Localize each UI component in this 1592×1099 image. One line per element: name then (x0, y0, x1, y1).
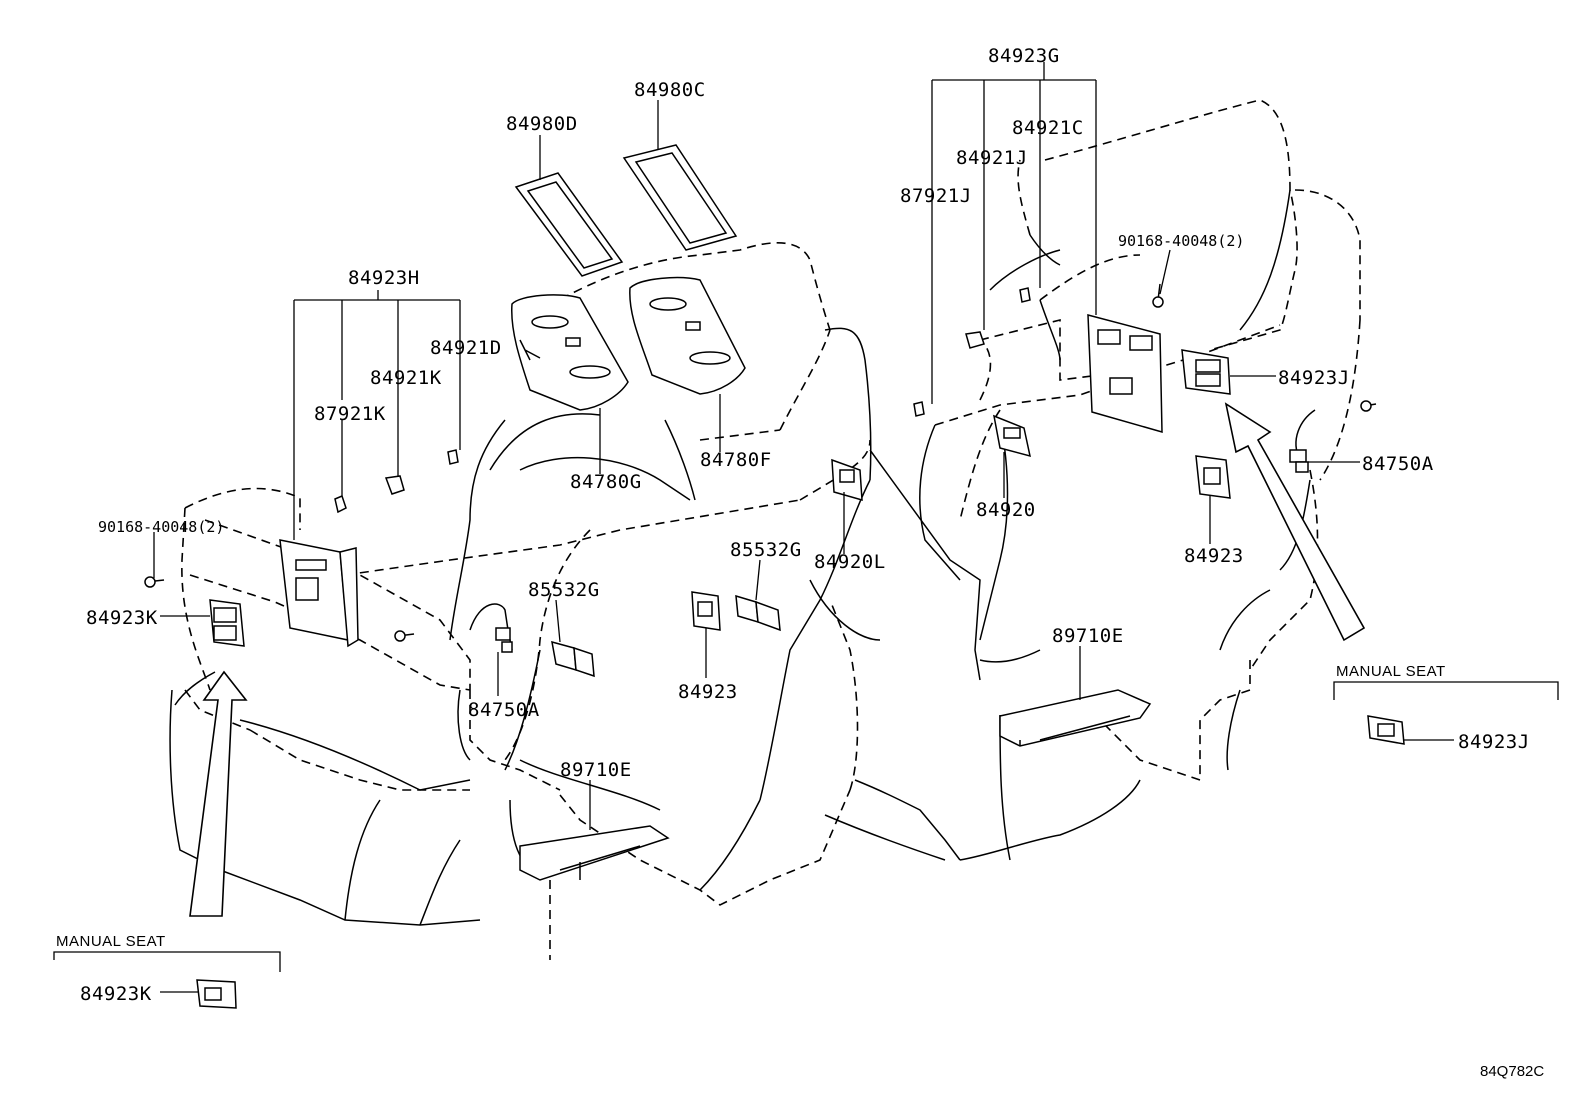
switch-84923K-top (209, 599, 245, 647)
console-tray-84780G (510, 294, 629, 411)
bolt-90168-right (1152, 283, 1164, 308)
label-90168-right: 90168-40048(2) (1118, 232, 1244, 250)
harness-84750A-right (1289, 409, 1316, 473)
label-84923J-bottom: 84923J (1458, 731, 1530, 753)
label-84780F: 84780F (700, 449, 772, 471)
label-84780G: 84780G (570, 471, 642, 493)
label-84750A-left: 84750A (468, 699, 540, 721)
harness-84750A-left (469, 603, 513, 653)
arrow-right-manual (1224, 402, 1366, 642)
label-85532G-mid: 85532G (730, 539, 802, 561)
console-tray-84780F (629, 276, 746, 395)
clip-84921J (965, 331, 985, 349)
diagram-code: 84Q782C (1480, 1063, 1544, 1080)
bolt-90168-left (144, 576, 165, 588)
switch-84920 (993, 414, 1031, 458)
label-84980D: 84980D (506, 113, 578, 135)
label-84980C: 84980C (634, 79, 706, 101)
rail-cover-89710E-left (519, 825, 670, 881)
parts (144, 144, 1405, 1009)
switch-84923-mid (691, 591, 721, 631)
screen-panel-84980D (514, 172, 624, 277)
clip-87921J (913, 401, 925, 417)
leader-lines (53, 62, 1559, 993)
bolt-left-harness (394, 630, 415, 642)
clip-87921K (334, 494, 347, 514)
label-84923-right: 84923 (1184, 545, 1244, 567)
rail-cover-89710E-right (999, 689, 1152, 747)
clip-84921K (384, 475, 405, 495)
switch-box-84923H (279, 539, 359, 648)
switch-84920L (831, 458, 863, 502)
label-84921J: 84921J (956, 147, 1028, 169)
switch-84923J-top (1181, 349, 1231, 395)
clip-84921D (447, 449, 459, 465)
label-84923K-top: 84923K (86, 607, 158, 629)
label-84923H: 84923H (348, 267, 420, 289)
screen-panel-84980C (622, 144, 738, 251)
label-84921K: 84921K (370, 367, 442, 389)
label-84923G: 84923G (988, 45, 1060, 67)
label-84920: 84920 (976, 499, 1036, 521)
seat-outlines (169, 99, 1361, 960)
label-90168-left: 90168-40048(2) (98, 518, 224, 536)
switch-84923J-bottom (1367, 715, 1405, 745)
connector-85532G-mid (735, 594, 781, 632)
label-87921K: 87921K (314, 403, 386, 425)
label-84921D: 84921D (430, 337, 502, 359)
label-89710E-left: 89710E (560, 759, 632, 781)
label-84750A-right: 84750A (1362, 453, 1434, 475)
label-85532G-left: 85532G (528, 579, 600, 601)
clip-84921C (1019, 287, 1031, 303)
label-89710E-right: 89710E (1052, 625, 1124, 647)
connector-85532G-left (551, 640, 595, 678)
switch-84923K-bottom (196, 979, 237, 1009)
switch-box-84923G (1087, 314, 1163, 434)
label-84921C: 84921C (1012, 117, 1084, 139)
arrow-left-manual (189, 670, 248, 917)
manual-seat-label-left: MANUAL SEAT (56, 933, 166, 950)
switch-84923-right (1195, 455, 1231, 499)
label-84920L: 84920L (814, 551, 886, 573)
label-87921J: 87921J (900, 185, 972, 207)
label-84923K-bottom: 84923K (80, 983, 152, 1005)
label-84923J-top: 84923J (1278, 367, 1350, 389)
part-labels: 84923G 84921C 84921J 87921J 84980D 84980… (56, 45, 1544, 1080)
label-84923-mid: 84923 (678, 681, 738, 703)
manual-seat-label-right: MANUAL SEAT (1336, 663, 1446, 680)
bolt-right-harness (1360, 400, 1377, 412)
